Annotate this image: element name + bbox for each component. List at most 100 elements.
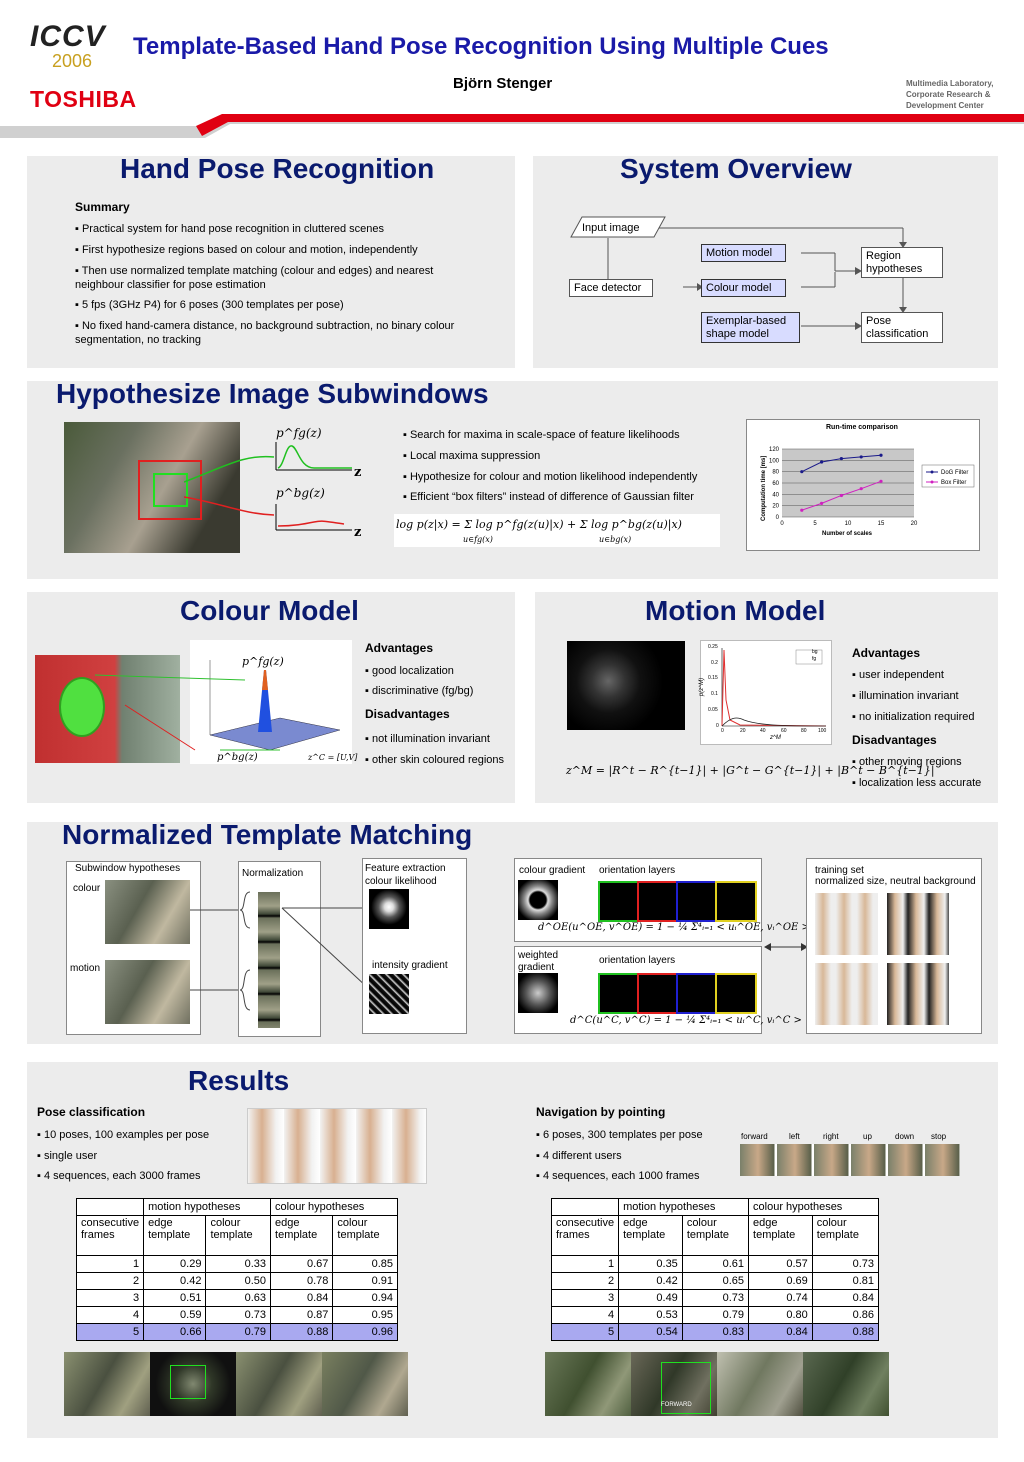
colour-likelihood-label: colour likelihood: [365, 876, 437, 887]
overview-connectors: [607, 227, 907, 330]
training-set-desc: normalized size, neutral background: [815, 876, 976, 887]
oe-layer-1: [598, 881, 640, 922]
pose-bullet-1: ▪ 10 poses, 100 examples per pose: [37, 1129, 210, 1141]
normalization-arrows: [190, 891, 369, 1011]
pose-table-cell: 2: [75, 1272, 145, 1290]
colour-dis-2: ▪ other skin coloured regions: [365, 754, 505, 766]
nav-table-cell: 0.65: [681, 1272, 750, 1290]
colour-dis-1: ▪ not illumination invariant: [365, 733, 490, 745]
nav-frame-3: [717, 1352, 803, 1416]
chart-ytick-label: 120: [769, 447, 780, 453]
pose-table-cell: 0.51: [143, 1289, 207, 1307]
t1-head-edge-1: edge template: [143, 1215, 207, 1256]
t2-corner: [550, 1198, 620, 1216]
nav-table-cell: 0.84: [748, 1323, 813, 1341]
motion-ytick-5: 0.05: [708, 707, 718, 713]
nav-table-cell: 4: [550, 1306, 620, 1324]
poster-author: Björn Stenger: [453, 75, 553, 92]
chart-point: [879, 479, 883, 483]
intensity-gradient-image: [369, 974, 409, 1014]
t2-head-colourt-1: colour template: [681, 1215, 750, 1256]
result-frame-2: [150, 1352, 236, 1416]
nav-table-cell: 0.81: [811, 1272, 880, 1290]
summary-bullet-3: ▪ Then use normalized template matching …: [75, 265, 434, 291]
motion-xtick-2: 20: [740, 728, 746, 734]
region-hypotheses-box: Region hypotheses: [861, 247, 943, 278]
summary-bullet-4: ▪ 5 fps (3GHz P4) for 6 poses (300 templ…: [75, 299, 344, 311]
pbg-label: p^bg(z): [276, 486, 325, 500]
pose-table-cell: 0.73: [205, 1306, 272, 1324]
result-frame-2-box: [170, 1365, 206, 1399]
nav-bullet-3: ▪ 4 sequences, each 1000 frames: [536, 1170, 700, 1182]
chart-xtick-label: 5: [813, 521, 817, 527]
result-frame-3: [236, 1352, 322, 1416]
subwindow-motion-label: motion: [70, 963, 101, 974]
lab-name: Multimedia Laboratory, Corporate Researc…: [906, 78, 993, 111]
chart-point: [859, 455, 863, 459]
pfg-label: p^fg(z): [276, 426, 322, 440]
oe-layer-2: [637, 881, 679, 922]
colour-pbg: p^bg(z): [217, 752, 258, 763]
colour-dis-heading: Disadvantages: [365, 707, 450, 721]
nav-frame-1: [545, 1352, 631, 1416]
pose-bullet-2: ▪ single user: [37, 1150, 98, 1162]
motion-plot-ylabel: p(z^M): [699, 677, 706, 697]
pose-table-cell: 3: [75, 1289, 145, 1307]
pose-table-cell: 0.50: [205, 1272, 272, 1290]
t1-head-consecutive: consecutive frames: [75, 1215, 145, 1256]
nav-table-cell: 5: [550, 1323, 620, 1341]
nav-frame-2-box: [661, 1362, 711, 1414]
pose-table-cell: 0.95: [332, 1306, 398, 1324]
orientation-layers-label-1: orientation layers: [599, 865, 676, 876]
motion-adv-2: ▪ illumination invariant: [852, 690, 959, 702]
hyp-bullet-1: ▪ Search for maxima in scale-space of fe…: [403, 429, 680, 441]
nav-frame-forward-label: FORWARD: [661, 1402, 692, 1408]
motion-dis-2: ▪ localization less accurate: [852, 777, 982, 789]
motion-legend-fg: fg: [812, 656, 817, 662]
pose-table-cell: 5: [75, 1323, 145, 1341]
weighted-gradient-image: [518, 973, 558, 1013]
nav-table-cell: 0.79: [681, 1306, 750, 1324]
hyp-bullet-3: ▪ Hypothesize for colour and motion like…: [403, 471, 698, 483]
motion-equation: z^M = |R^t − R^{t−1}| + |G^t − G^{t−1}| …: [566, 764, 935, 777]
nav-table-cell: 0.74: [748, 1289, 813, 1307]
motion-model-box: Motion model: [701, 244, 786, 262]
nav-table-cell: 0.73: [811, 1255, 880, 1273]
nav-table-cell: 0.61: [681, 1255, 750, 1273]
hyp-sub-fg: u∈fg(x): [463, 535, 493, 544]
lab-line-1: Multimedia Laboratory,: [906, 79, 994, 88]
pose-table-cell: 0.59: [143, 1306, 207, 1324]
nav-table-cell: 3: [550, 1289, 620, 1307]
pose-table-cell: 0.87: [270, 1306, 334, 1324]
motion-adv-heading: Advantages: [852, 646, 921, 660]
colour-hist-3d: [209, 660, 341, 751]
nav-label-right: right: [823, 1132, 839, 1141]
colour-zc: z^C = [U,V]: [308, 753, 358, 762]
nav-table-cell: 1: [550, 1255, 620, 1273]
hyp-bullet-2: ▪ Local maxima suppression: [403, 450, 541, 462]
motion-xtick-3: 40: [760, 728, 766, 734]
face-ellipse: [59, 677, 105, 737]
subwindow-label: Subwindow hypotheses: [75, 863, 181, 874]
t1-head-edge-2: edge template: [270, 1215, 334, 1256]
chart-legend-marker: [930, 470, 934, 474]
runtime-chart-xlabel: Number of scales: [822, 531, 873, 537]
subwindow-colour-label: colour: [73, 883, 101, 894]
toshiba-logo: TOSHIBA: [30, 86, 137, 112]
pose-heading: Pose classification: [37, 1105, 146, 1119]
nav-table-cell: 2: [550, 1272, 620, 1290]
chart-ytick-label: 60: [772, 481, 779, 487]
chart-ytick-label: 100: [769, 458, 780, 464]
t2-head-motion: motion hypotheses: [618, 1198, 750, 1216]
motion-dis-1: ▪ other moving regions: [852, 756, 962, 768]
motion-legend-bg: bg: [812, 649, 818, 655]
colour-adv-2: ▪ discriminative (fg/bg): [365, 685, 474, 697]
t1-head-colourt-1: colour template: [205, 1215, 272, 1256]
